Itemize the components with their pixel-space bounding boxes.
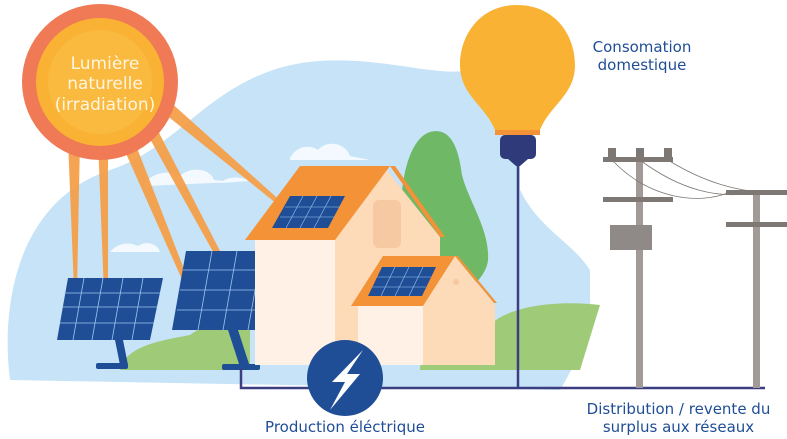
- distribution-label: Distribution / revente du surplus aux ré…: [586, 400, 771, 436]
- roof-solar-panel-extension: [368, 266, 436, 297]
- grass-left: [120, 323, 250, 370]
- solar-panel-left: [57, 277, 163, 369]
- production-label: Production éléctrique: [265, 418, 425, 436]
- sun-icon: [22, 4, 178, 160]
- clouds: [110, 143, 370, 252]
- wires: [239, 163, 765, 390]
- lightning-bolt-icon: [307, 340, 383, 416]
- power-pole-right: [726, 190, 787, 388]
- consumption-label: Consomation domestique: [592, 38, 692, 74]
- light-bulb-icon: [460, 5, 575, 166]
- roof-solar-panel-main: [272, 195, 345, 229]
- sun-label: Lumière naturelle (irradiation): [54, 54, 156, 115]
- house: [245, 166, 497, 365]
- power-pole-left: [603, 148, 673, 388]
- power-lines: [611, 159, 783, 199]
- sun-rays: [68, 100, 285, 320]
